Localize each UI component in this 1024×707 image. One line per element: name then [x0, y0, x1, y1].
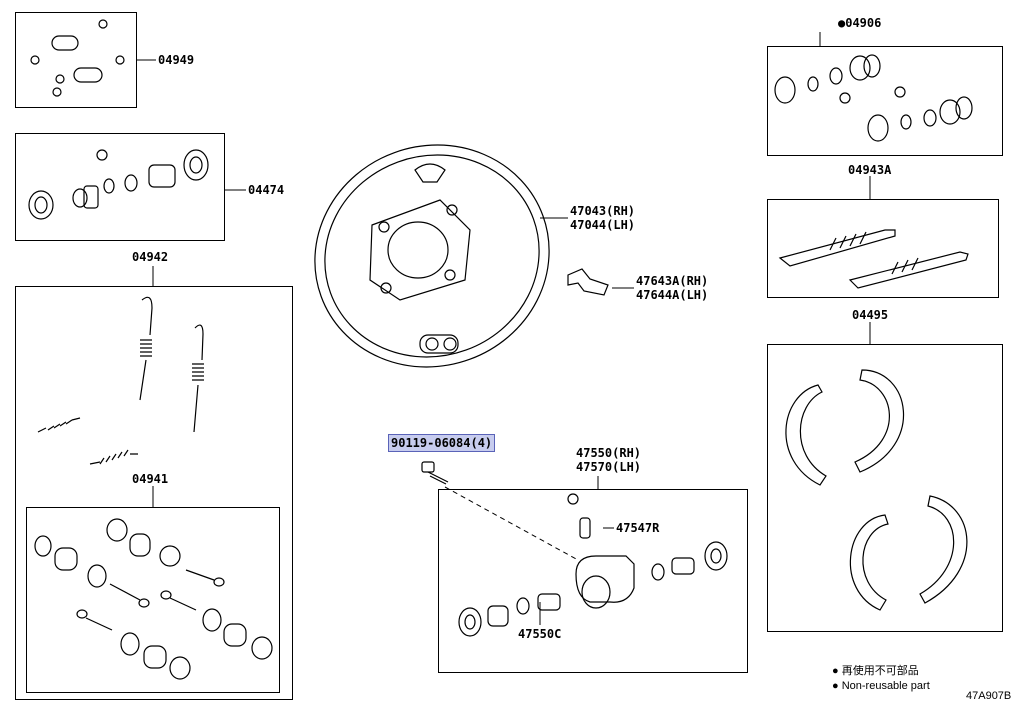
label-47570[interactable]: 47570(LH)	[576, 460, 642, 474]
kit-04942-springs	[37, 296, 204, 465]
legend-nonreusable-en: ● Non-reusable part	[832, 680, 930, 692]
label-04906[interactable]: ●04906	[838, 16, 882, 30]
diagram-code: 47A907B	[966, 690, 1012, 702]
label-47644A[interactable]: 47644A(LH)	[636, 288, 709, 302]
label-47547R[interactable]: 47547R	[616, 521, 660, 535]
label-47550C[interactable]: 47550C	[518, 627, 562, 641]
label-04941[interactable]: 04941	[132, 472, 169, 486]
kit-04906-parts	[774, 54, 973, 142]
backing-plate-drawing	[314, 144, 550, 368]
label-90119-06084[interactable]: 90119-06084(4)	[388, 434, 496, 452]
label-47550[interactable]: 47550(RH)	[576, 446, 642, 460]
kit-box-04906	[767, 46, 1003, 156]
label-04474[interactable]: 04474	[248, 183, 285, 197]
leader-lines	[137, 32, 871, 625]
kit-box-04943A	[767, 199, 999, 298]
label-47643A[interactable]: 47643A(RH)	[636, 274, 709, 288]
label-04949[interactable]: 04949	[158, 53, 195, 67]
legend-nonreusable-ja: ● 再使用不可部品	[832, 665, 919, 677]
kit-04474-parts	[28, 149, 209, 220]
label-04495[interactable]: 04495	[852, 308, 889, 322]
kit-04943A-parts	[778, 229, 969, 289]
adjuster-lever-drawing	[567, 268, 609, 296]
kit-box-04942	[15, 286, 293, 700]
kit-04495-parts	[785, 369, 968, 611]
kit-box-04495	[767, 344, 1003, 632]
label-47043[interactable]: 47043(RH)	[570, 204, 636, 218]
label-47044[interactable]: 47044(LH)	[570, 218, 636, 232]
kit-04949-parts	[30, 19, 125, 97]
kit-box-04949	[15, 12, 137, 108]
legend: ● 再使用不可部品 ● Non-reusable part	[832, 664, 930, 694]
kit-box-04474	[15, 133, 225, 241]
kit-04941-parts	[34, 518, 273, 680]
kit-box-47550	[438, 489, 748, 673]
label-04942[interactable]: 04942	[132, 250, 169, 264]
bolt-drawing	[421, 461, 449, 485]
wheel-cylinder-parts	[458, 493, 728, 637]
kit-box-04941	[26, 507, 280, 693]
label-04943A[interactable]: 04943A	[848, 163, 892, 177]
